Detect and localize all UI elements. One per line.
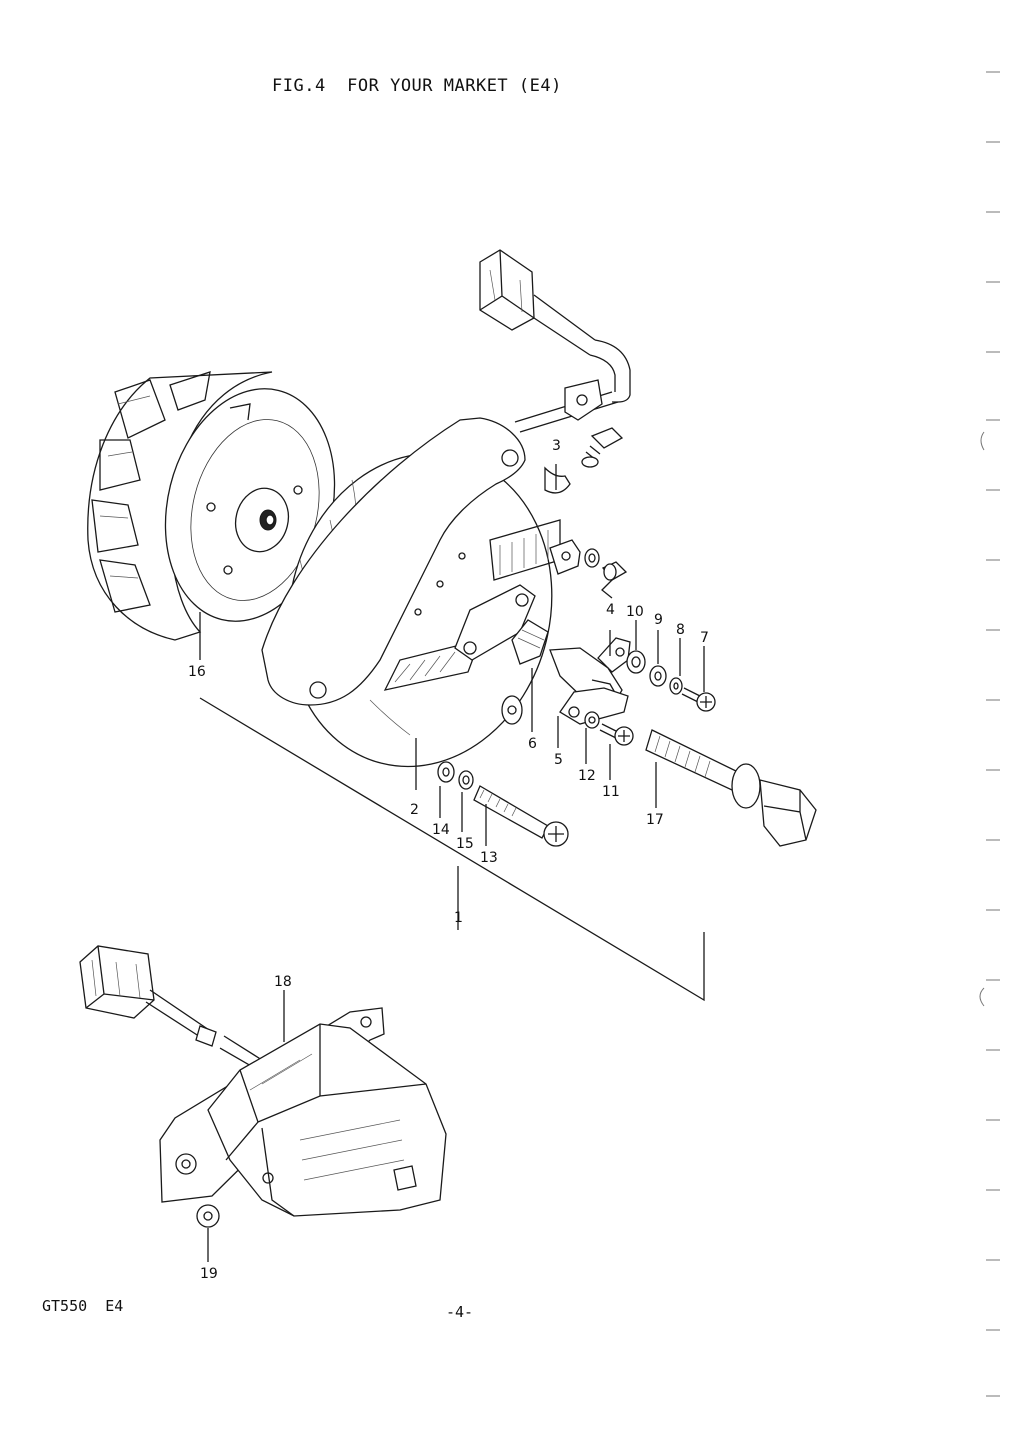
callout-3: 3 bbox=[552, 438, 561, 454]
page-number: -4- bbox=[446, 1303, 474, 1321]
callout-14: 14 bbox=[432, 822, 450, 838]
page-edge-marks bbox=[979, 71, 1000, 1397]
model-code: GT550 E4 bbox=[42, 1297, 124, 1315]
callout-10: 10 bbox=[626, 604, 644, 620]
callout-19: 19 bbox=[200, 1266, 218, 1282]
callout-1: 1 bbox=[454, 910, 463, 926]
callout-labels: 1 2 3 4 5 6 7 8 9 10 11 12 13 14 15 16 1… bbox=[188, 438, 709, 1282]
callout-2: 2 bbox=[410, 802, 419, 818]
stator-wire-harness bbox=[479, 249, 631, 433]
callout-13: 13 bbox=[480, 850, 498, 866]
callout-15: 15 bbox=[456, 836, 474, 852]
bolt-17 bbox=[645, 729, 817, 847]
callout-6: 6 bbox=[528, 736, 537, 752]
washers-and-bolt-13 bbox=[437, 761, 569, 847]
stator-housing-part bbox=[261, 417, 561, 768]
callout-11: 11 bbox=[602, 784, 620, 800]
callout-17: 17 bbox=[646, 812, 664, 828]
callout-7: 7 bbox=[700, 630, 709, 646]
callout-16: 16 bbox=[188, 664, 206, 680]
callout-12: 12 bbox=[578, 768, 596, 784]
regulator-part bbox=[79, 945, 447, 1228]
rotor-part bbox=[87, 371, 336, 641]
callout-8: 8 bbox=[676, 622, 685, 638]
brush-holder-parts bbox=[454, 539, 716, 746]
figure-title: FIG.4 FOR YOUR MARKET (E4) bbox=[272, 76, 562, 96]
callout-4: 4 bbox=[606, 602, 615, 618]
callout-9: 9 bbox=[654, 612, 663, 628]
callout-5: 5 bbox=[554, 752, 563, 768]
callout-18: 18 bbox=[274, 974, 292, 990]
leader-lines bbox=[199, 464, 705, 1262]
screw-3 bbox=[544, 427, 624, 494]
